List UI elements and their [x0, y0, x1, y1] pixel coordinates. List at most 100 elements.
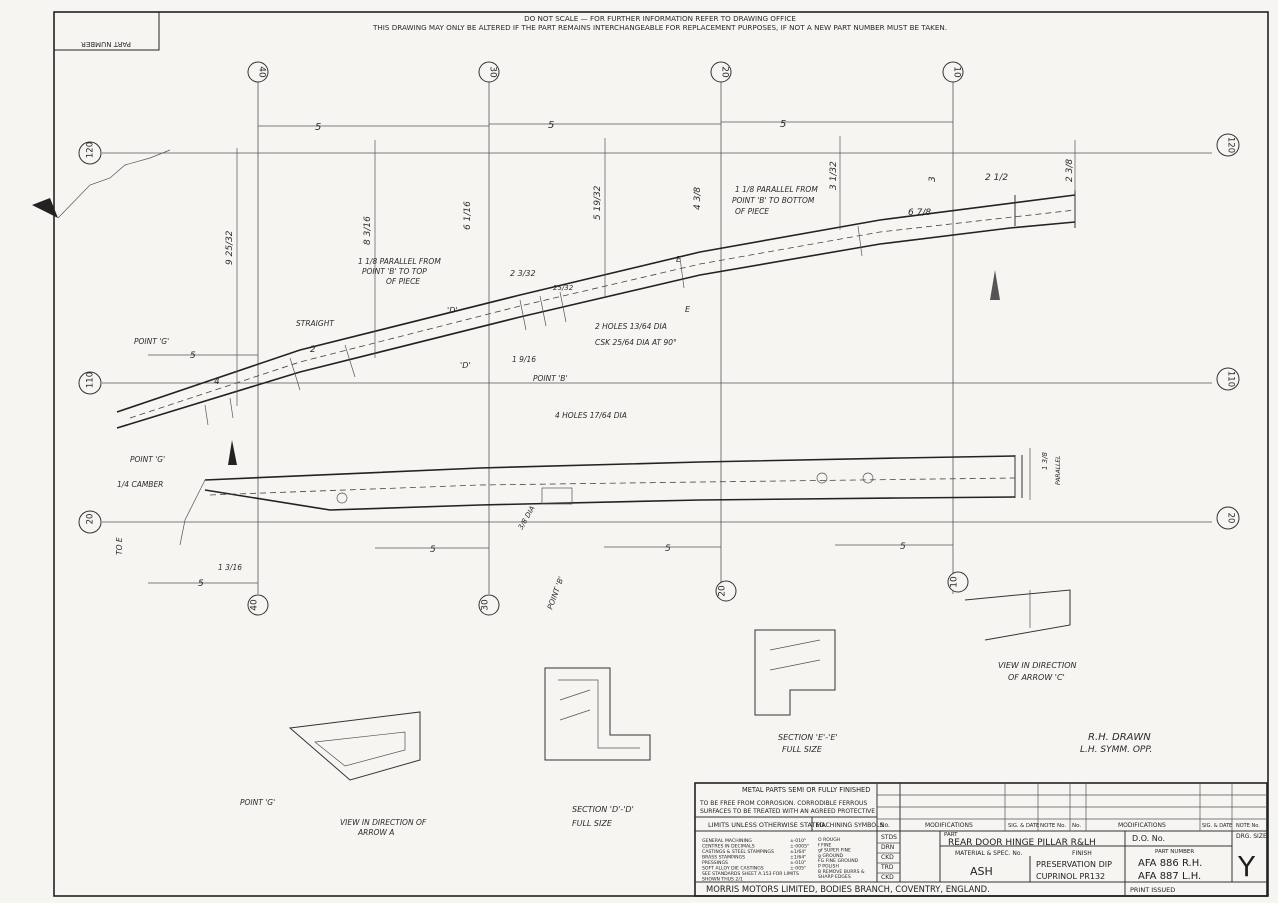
- annotation-dim-9-25-32: 9 25/32: [225, 230, 235, 265]
- grid-lines: [102, 82, 1212, 594]
- title-block-material: ASH: [970, 865, 993, 878]
- annotation-dim-2-3-8: 2 3/8: [1065, 159, 1075, 182]
- annotation-dim-5-l2: 5: [430, 545, 436, 555]
- machining-symbol: g GROUND: [818, 853, 844, 859]
- dimension-lines: [148, 121, 1076, 584]
- machining-symbol: O ROUGH: [818, 837, 840, 843]
- title-block-stds: STDS: [881, 834, 897, 841]
- annotation-dim-5-l1: 5: [198, 579, 204, 589]
- svg-text:120: 120: [1226, 137, 1236, 153]
- svg-text:20: 20: [86, 514, 96, 525]
- limits-line: CASTINGS & STEEL STAMPINGS: [702, 849, 774, 855]
- annotation-section-e-e: SECTION 'E'-'E': [778, 733, 838, 742]
- limits-line: BRASS STAMPINGS: [702, 855, 745, 861]
- annotation-dim-1-9-16: 1 9/16: [512, 355, 536, 364]
- tolerance-value: ±1/64": [790, 849, 806, 855]
- annotation-dim-4-3-8: 4 3/8: [693, 187, 703, 210]
- annotation-full-size-e: FULL SIZE: [782, 745, 823, 754]
- grid-label-20-right: 20: [1216, 506, 1240, 530]
- annotation-dim-8-3-16: 8 3/16: [363, 216, 373, 245]
- annotation-dim-5-l3: 5: [665, 544, 671, 554]
- upper-pillar-piece: [116, 190, 1076, 429]
- machining-symbol: P POLISH: [818, 864, 839, 870]
- annotation-label-e-2: E: [685, 305, 691, 314]
- svg-text:20: 20: [718, 585, 728, 597]
- annotation-camber-label: 1/4 CAMBER: [117, 480, 163, 489]
- sheet-tear-mark: [32, 149, 171, 219]
- annotation-parallel-from-b-3: OF PIECE: [386, 277, 420, 286]
- annotation-section-d-d: SECTION 'D'-'D': [572, 805, 634, 814]
- title-block-modifications-2: MODIFICATIONS: [1118, 822, 1166, 829]
- title-block-no-2: No.: [1072, 823, 1081, 829]
- note-alteration: THIS DRAWING MAY ONLY BE ALTERED IF THE …: [372, 23, 947, 32]
- grid-label-20-top: 20: [710, 61, 732, 83]
- annotation-straight-label: STRAIGHT: [296, 319, 335, 328]
- part-number-label-top: PART NUMBER: [81, 40, 131, 48]
- annotation-label-d-1: 'D': [447, 306, 458, 315]
- grid-label-110-left: 110: [78, 371, 102, 395]
- lower-pillar-piece: [179, 455, 1023, 546]
- tolerance-value: ±·010": [790, 860, 806, 866]
- tolerance-value: ±1/64": [790, 855, 806, 861]
- machining-symbol: B REMOVE BURRS &: [818, 869, 865, 875]
- annotation-rh-drawn: R.H. DRAWN: [1088, 732, 1151, 743]
- title-block-part-label: PART: [944, 832, 958, 838]
- svg-text:120: 120: [86, 142, 96, 158]
- title-block-corrosion-1: TO BE FREE FROM CORROSION. CORRODIBLE FE…: [699, 800, 867, 807]
- svg-text:20: 20: [1226, 513, 1236, 524]
- grid-label-120-right: 120: [1216, 133, 1240, 157]
- machining-symbol: f FINE: [818, 842, 832, 848]
- machining-symbol: SHARP EDGES: [818, 874, 851, 880]
- grid-label-120-left: 120: [78, 141, 102, 165]
- annotation-lh-symm: L.H. SYMM. OPP.: [1080, 745, 1152, 755]
- annotation-dim-5-l4: 5: [900, 542, 906, 552]
- machining-symbol: FG FINE GROUND: [818, 858, 859, 864]
- annotation-holes-4: 4 HOLES 17/64 DIA: [555, 411, 627, 420]
- sheet-border: [53, 11, 1269, 897]
- annotation-label-e-1: E: [676, 255, 682, 264]
- note-do-not-scale: DO NOT SCALE — FOR FURTHER INFORMATION R…: [524, 14, 796, 23]
- title-block-drg-size-label: DRG. SIZE: [1236, 833, 1267, 840]
- limits-line: SOFT ALLOY DIE CASTINGS: [702, 866, 764, 872]
- annotation-full-size-d: FULL SIZE: [572, 819, 613, 828]
- annotation-dim-5-a: 5: [315, 122, 321, 133]
- title-block-part-rh: AFA 886 R.H.: [1138, 858, 1202, 869]
- annotation-to-e: TO E: [115, 537, 124, 555]
- limits-line: SEE STANDARDS SHEET A.153 FOR LIMITS: [702, 871, 799, 877]
- view-arrow-c: [964, 589, 1071, 641]
- title-block-part-name: REAR DOOR HINGE PILLAR R&LH: [948, 838, 1096, 848]
- annotation-dim-5-g: 5: [190, 351, 196, 361]
- title-block-finish-2: CUPRINOL PR132: [1036, 872, 1105, 881]
- annotation-dim-6-1-16: 6 1/16: [463, 201, 473, 230]
- annotation-parallel-from-b: 1 1/8 PARALLEL FROM: [358, 257, 441, 266]
- arrow-c-icon: [990, 270, 1000, 300]
- title-block-part-lh: AFA 887 L.H.: [1138, 871, 1201, 882]
- svg-text:40: 40: [250, 599, 260, 611]
- section-d-d-view: [544, 667, 651, 761]
- annotation-point-b-lower: POINT 'B': [545, 575, 565, 610]
- annotation-parallel-right: PARALLEL: [1055, 455, 1062, 485]
- annotation-dim-4: 4: [214, 377, 220, 387]
- title-block-finish-label: FINISH: [1072, 850, 1092, 857]
- annotation-dim-2-3-32: 2 3/32: [510, 269, 536, 278]
- title-block-print-issued: PRINT ISSUED: [1130, 886, 1175, 894]
- annotation-dim-25-32: 25/32: [553, 284, 574, 292]
- annotation-parallel-from-e: 1 1/8 PARALLEL FROM: [735, 185, 818, 194]
- title-block-trd: TRD: [880, 864, 894, 871]
- title-block-drg-size: Y: [1237, 850, 1256, 883]
- title-block-sig-date-2: SIG. & DATE: [1202, 823, 1232, 829]
- title-block-material-label: MATERIAL & SPEC. No.: [955, 850, 1022, 857]
- annotation-parallel-from-e-3: OF PIECE: [735, 207, 769, 216]
- annotation-dim-1-3-8: 1 3/8: [1041, 452, 1049, 470]
- svg-text:30: 30: [481, 599, 491, 611]
- annotation-point-g-view: POINT 'G': [240, 798, 275, 807]
- annotation-dim-3: 3: [928, 176, 938, 182]
- grid-label-40-bottom: 40: [247, 594, 269, 616]
- annotation-dim-1-3-16: 1 3/16: [218, 563, 242, 572]
- limits-line: SHOWN THUS 2/1: [702, 877, 743, 883]
- title-block-ckd: CKD: [881, 854, 894, 861]
